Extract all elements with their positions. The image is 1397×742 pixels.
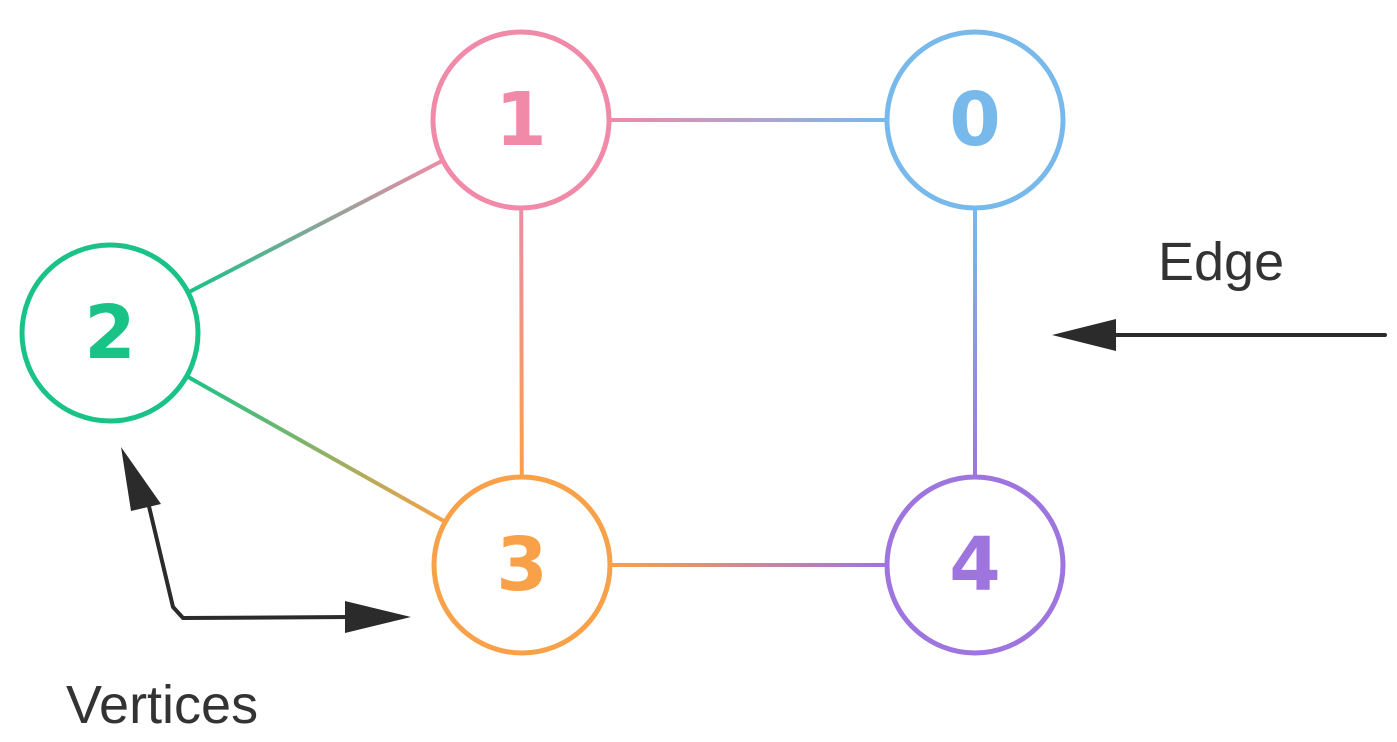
edge-label: Edge bbox=[1158, 232, 1284, 292]
edges-layer bbox=[185, 118, 977, 567]
vertex-circle bbox=[19, 242, 201, 424]
vertex-label: 1 bbox=[495, 77, 547, 163]
vertex-circle bbox=[884, 29, 1066, 211]
vertex-3: 3 bbox=[431, 474, 613, 656]
edge-1-3 bbox=[519, 207, 524, 478]
vertex-label: 2 bbox=[84, 290, 136, 376]
vertex-circle bbox=[884, 474, 1066, 656]
edge-arrow-head bbox=[1052, 319, 1116, 351]
vertices-arrow-head-right bbox=[345, 601, 411, 633]
vertices-label: Vertices bbox=[66, 675, 258, 735]
vertex-0: 0 bbox=[884, 29, 1066, 211]
vertices-arrow-shaft bbox=[145, 496, 354, 620]
edge-2-3 bbox=[185, 374, 447, 524]
vertex-2: 2 bbox=[19, 242, 201, 424]
vertex-1: 1 bbox=[430, 29, 612, 211]
vertex-label: 0 bbox=[949, 77, 1001, 163]
vertex-label: 3 bbox=[496, 522, 548, 608]
vertex-circle bbox=[430, 29, 612, 211]
vertex-circle bbox=[431, 474, 613, 656]
nodes-layer: 0 1 2 3 4 bbox=[19, 29, 1066, 656]
vertex-label: 4 bbox=[949, 522, 1001, 608]
annotations-layer: Edge Vertices bbox=[66, 232, 1387, 735]
vertex-4: 4 bbox=[884, 474, 1066, 656]
vertices-arrow-head-up bbox=[121, 447, 161, 511]
edge-2-1 bbox=[187, 158, 444, 295]
